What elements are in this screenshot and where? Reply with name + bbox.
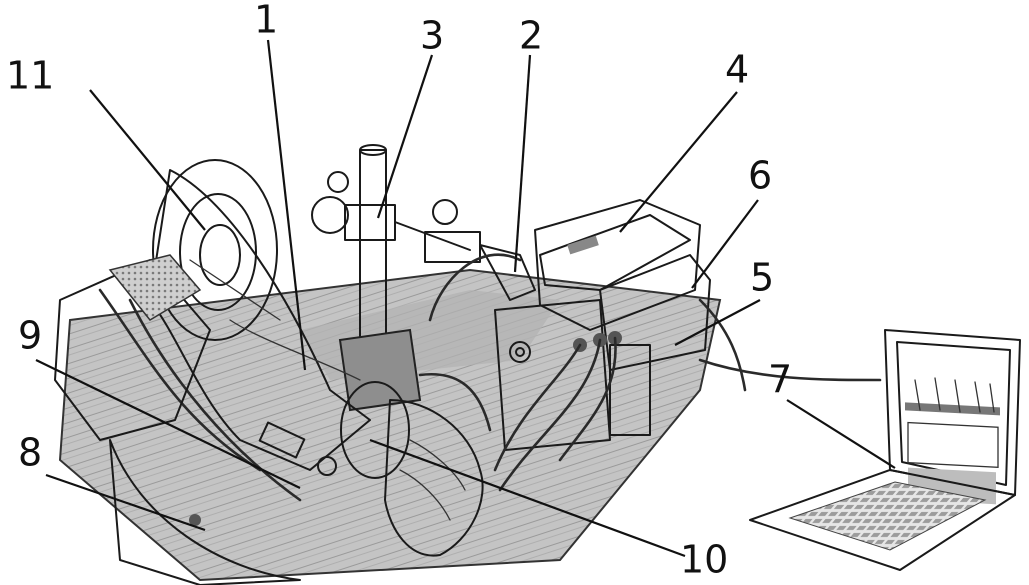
callout-6: 6	[748, 154, 772, 198]
callout-7: 7	[768, 358, 792, 402]
leader-8	[45, 473, 206, 532]
callout-9: 9	[18, 314, 42, 358]
leader-9	[35, 359, 301, 489]
electronics-stack	[494, 199, 711, 451]
callout-5: 5	[750, 256, 774, 300]
leader-5	[674, 299, 761, 346]
leader-lines	[35, 39, 896, 558]
torque-disc	[152, 159, 278, 341]
callout-3: 3	[420, 14, 444, 58]
leader-11	[89, 89, 206, 231]
laptop	[749, 329, 1021, 571]
leader-1	[266, 39, 307, 371]
hand	[384, 399, 484, 557]
callout-4: 4	[725, 48, 749, 92]
forearm-brace	[149, 169, 371, 471]
leader-10	[369, 438, 686, 558]
wrist-strap	[340, 381, 410, 479]
leader-6	[691, 199, 759, 289]
callout-10: 10	[680, 538, 728, 582]
leader-3	[376, 54, 434, 219]
callout-1: 1	[254, 0, 278, 42]
stand-clamp	[311, 144, 536, 412]
callout-2: 2	[519, 14, 543, 58]
leader-2	[513, 54, 532, 273]
callout-labels: 1 2 3 4 5 6 7 8 9 10 11	[6, 0, 792, 582]
callout-8: 8	[18, 431, 42, 475]
callout-11: 11	[6, 54, 54, 98]
leader-4	[619, 91, 738, 233]
electrode	[258, 421, 337, 476]
leader-7	[786, 399, 896, 469]
connection-cables	[98, 253, 882, 502]
elbow-support	[54, 254, 301, 585]
